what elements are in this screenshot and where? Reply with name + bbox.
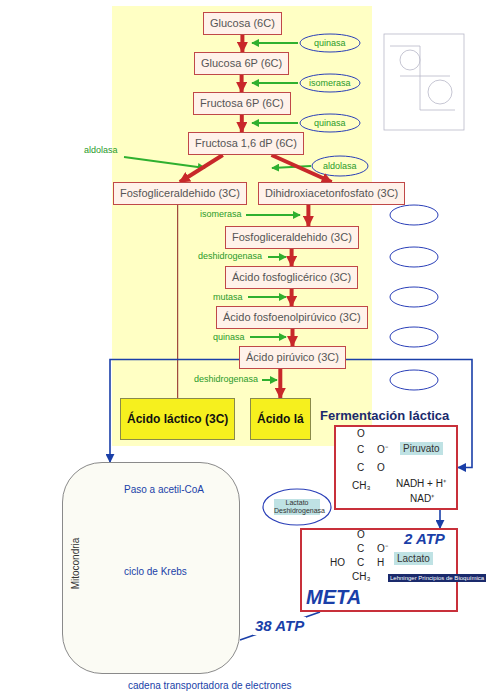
node-text: Glucosa (6C): [210, 17, 275, 29]
node-text: Glucosa 6P (6C): [201, 57, 282, 69]
process-box: Ácido fosfoglicérico (3C): [225, 266, 358, 289]
reaction-arrow: [240, 75, 244, 92]
chemical-atom: C: [357, 444, 364, 456]
enzyme-label: deshidrogenasa: [194, 374, 258, 385]
reaction-arrow: [180, 155, 223, 182]
enzyme-arrows: [124, 43, 311, 380]
chemical-atom: O: [377, 462, 385, 474]
chemical-atom: H: [377, 557, 384, 569]
chemical-atom: CH₃: [352, 571, 371, 583]
mitochondrion-label: ciclo de Krebs: [124, 566, 187, 578]
chemical-atom: NADH + H⁺: [396, 478, 446, 490]
process-box: Fosfogliceraldehido (3C): [113, 182, 247, 205]
chemical-atom: CH₃: [352, 480, 371, 492]
node-text: Lactato Deshidrogenasa: [274, 499, 320, 515]
node-text: Ácido fosfoenolpirúvico (3C): [223, 311, 361, 323]
chemical-atom: NAD⁺: [410, 493, 434, 505]
enzyme-label: deshidrogenasa: [198, 251, 262, 262]
enzyme-label: quinasa: [314, 118, 346, 129]
process-box: Fructosa 1,6 dP (6C): [188, 132, 304, 155]
node-text: Piruvato: [400, 442, 443, 455]
process-box: Glucosa 6P (6C): [194, 52, 289, 75]
reaction-arrow: [290, 249, 294, 266]
reaction-arrow: [278, 369, 282, 398]
node-text: Mitocondria: [70, 534, 81, 594]
process-box: Glucosa (6C): [203, 12, 282, 35]
enzyme-label: quinasa: [213, 332, 245, 343]
yellow-panel: [112, 6, 372, 446]
thumbnail: [384, 34, 464, 130]
node-text: Fermentación láctica: [320, 408, 449, 423]
enzyme-label: aldolasa: [84, 145, 118, 156]
reaction-arrow: [240, 115, 244, 132]
reaction-arrow: [272, 155, 332, 182]
node-text: Fructosa 6P (6C): [200, 97, 284, 109]
mitochondrion-label: Paso a acetil-CoA: [124, 484, 204, 496]
reaction-arrow: [240, 35, 244, 52]
chemical-atom: C: [357, 462, 364, 474]
process-box: Fosfogliceraldehido (3C): [225, 226, 359, 249]
process-box: Fructosa 6P (6C): [193, 92, 291, 115]
node-text: Ácido pirúvico (3C): [246, 351, 339, 363]
node-text: Ácido lá: [257, 412, 304, 426]
enzyme-label: isomerasa: [200, 209, 242, 220]
node-text: Ácido fosfoglicérico (3C): [232, 271, 351, 283]
atp-yield: 2 ATP: [404, 530, 445, 548]
process-box: Dihidroxiacetonfosfato (3C): [258, 182, 405, 205]
enzyme-label: mutasa: [213, 292, 243, 303]
reaction-arrow: [306, 205, 310, 226]
chemical-atom: O⁻: [377, 444, 388, 456]
reaction-arrow: [290, 289, 294, 306]
product-box: Ácido láctico (3C): [120, 398, 235, 440]
process-box: Ácido pirúvico (3C): [239, 346, 346, 369]
node-text: Fosfogliceraldehido (3C): [232, 231, 352, 243]
node-text: META: [306, 586, 361, 609]
reaction-panel: Fermentación lácticaPiruvato: [334, 425, 458, 510]
node-text: Dihidroxiacetonfosfato (3C): [265, 187, 398, 199]
chemical-atom: C: [357, 557, 364, 569]
node-text: Ácido láctico (3C): [127, 412, 228, 426]
enzyme-ellipse: Lactato Deshidrogenasa: [262, 488, 332, 526]
node-text: Fructosa 1,6 dP (6C): [195, 137, 297, 149]
chemical-atom: O: [357, 529, 365, 541]
chemical-atom: O: [357, 428, 365, 440]
chemical-atom: HO: [330, 557, 345, 569]
reaction-arrow: [177, 205, 178, 398]
product-box: Ácido lá: [250, 398, 311, 440]
chemical-atom: O⁻: [377, 543, 388, 555]
chemical-atom: C: [357, 543, 364, 555]
pathway-connector: [240, 612, 320, 640]
node-text: Fosfogliceraldehido (3C): [120, 187, 240, 199]
node-text: Lactato: [394, 552, 433, 565]
enzyme-label: isomerasa: [309, 78, 351, 89]
enzyme-label: aldolasa: [323, 161, 357, 172]
node-text: Lehninger Principios de Bioquímica: [388, 574, 486, 582]
enzyme-label: quinasa: [314, 38, 346, 49]
process-box: Ácido fosfoenolpirúvico (3C): [216, 306, 368, 329]
enzyme-ellipses: [300, 34, 438, 390]
pathway-connector: [439, 510, 441, 528]
mitochondrion-label: cadena transportadora de electrones: [128, 680, 291, 692]
edge-label: 38 ATP: [253, 617, 306, 635]
reaction-arrow: [291, 329, 295, 346]
